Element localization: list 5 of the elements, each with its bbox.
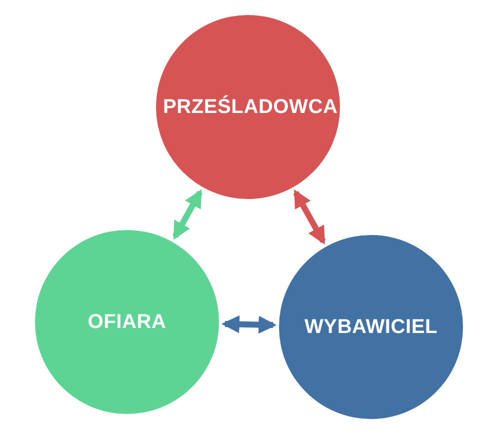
double-arrow xyxy=(221,315,277,334)
double-arrow xyxy=(293,189,326,245)
double-arrow xyxy=(172,189,203,240)
role-label: WYBAWICIEL xyxy=(304,316,438,338)
role-label: OFIARA xyxy=(88,310,166,334)
